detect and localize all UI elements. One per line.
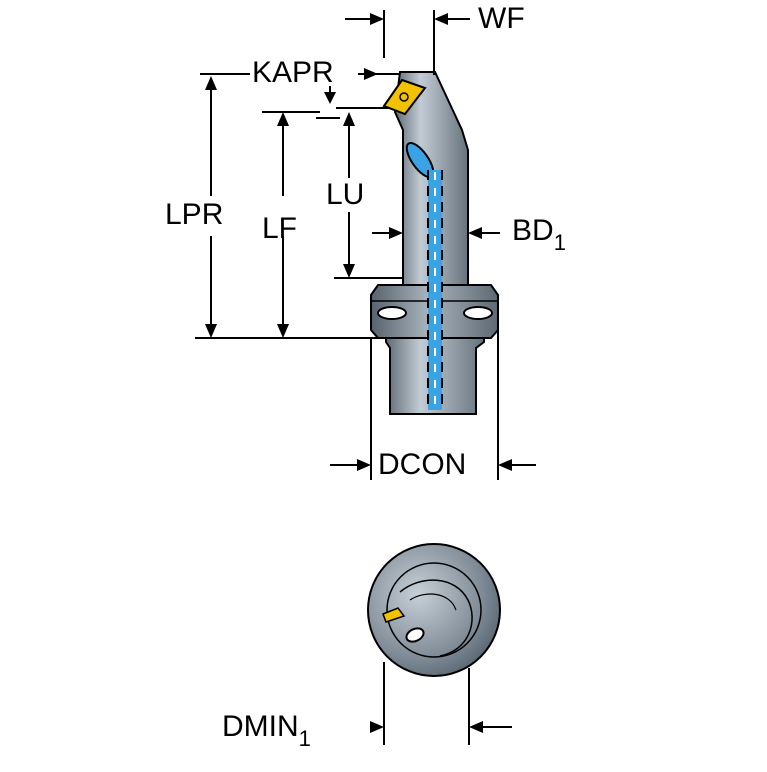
label-lpr: LPR xyxy=(165,198,224,231)
label-lf: LF xyxy=(262,212,298,245)
label-bd1: BD1 xyxy=(512,214,566,256)
end-view-insert xyxy=(382,607,406,623)
end-view-outer xyxy=(367,543,501,677)
arrowheads xyxy=(205,13,512,733)
label-kapr: KAPR xyxy=(252,56,334,89)
label-dmin-subscript: 1 xyxy=(298,726,311,751)
tool-end-view xyxy=(367,543,501,677)
coolant-channel xyxy=(427,170,443,410)
label-bd-subscript: 1 xyxy=(553,230,566,255)
flange-screw-left xyxy=(377,306,407,320)
cutting-insert xyxy=(382,78,427,116)
label-lu: LU xyxy=(326,178,365,211)
label-dmin-main: DMIN xyxy=(222,710,299,743)
end-view-coolant-hole xyxy=(405,627,425,643)
label-dmin1: DMIN1 xyxy=(222,710,311,752)
flange-screw-right xyxy=(463,306,493,320)
tool-side-view xyxy=(370,71,499,415)
label-dcon: DCON xyxy=(378,448,467,481)
label-bd-main: BD xyxy=(512,214,554,247)
label-wf: WF xyxy=(478,2,525,35)
